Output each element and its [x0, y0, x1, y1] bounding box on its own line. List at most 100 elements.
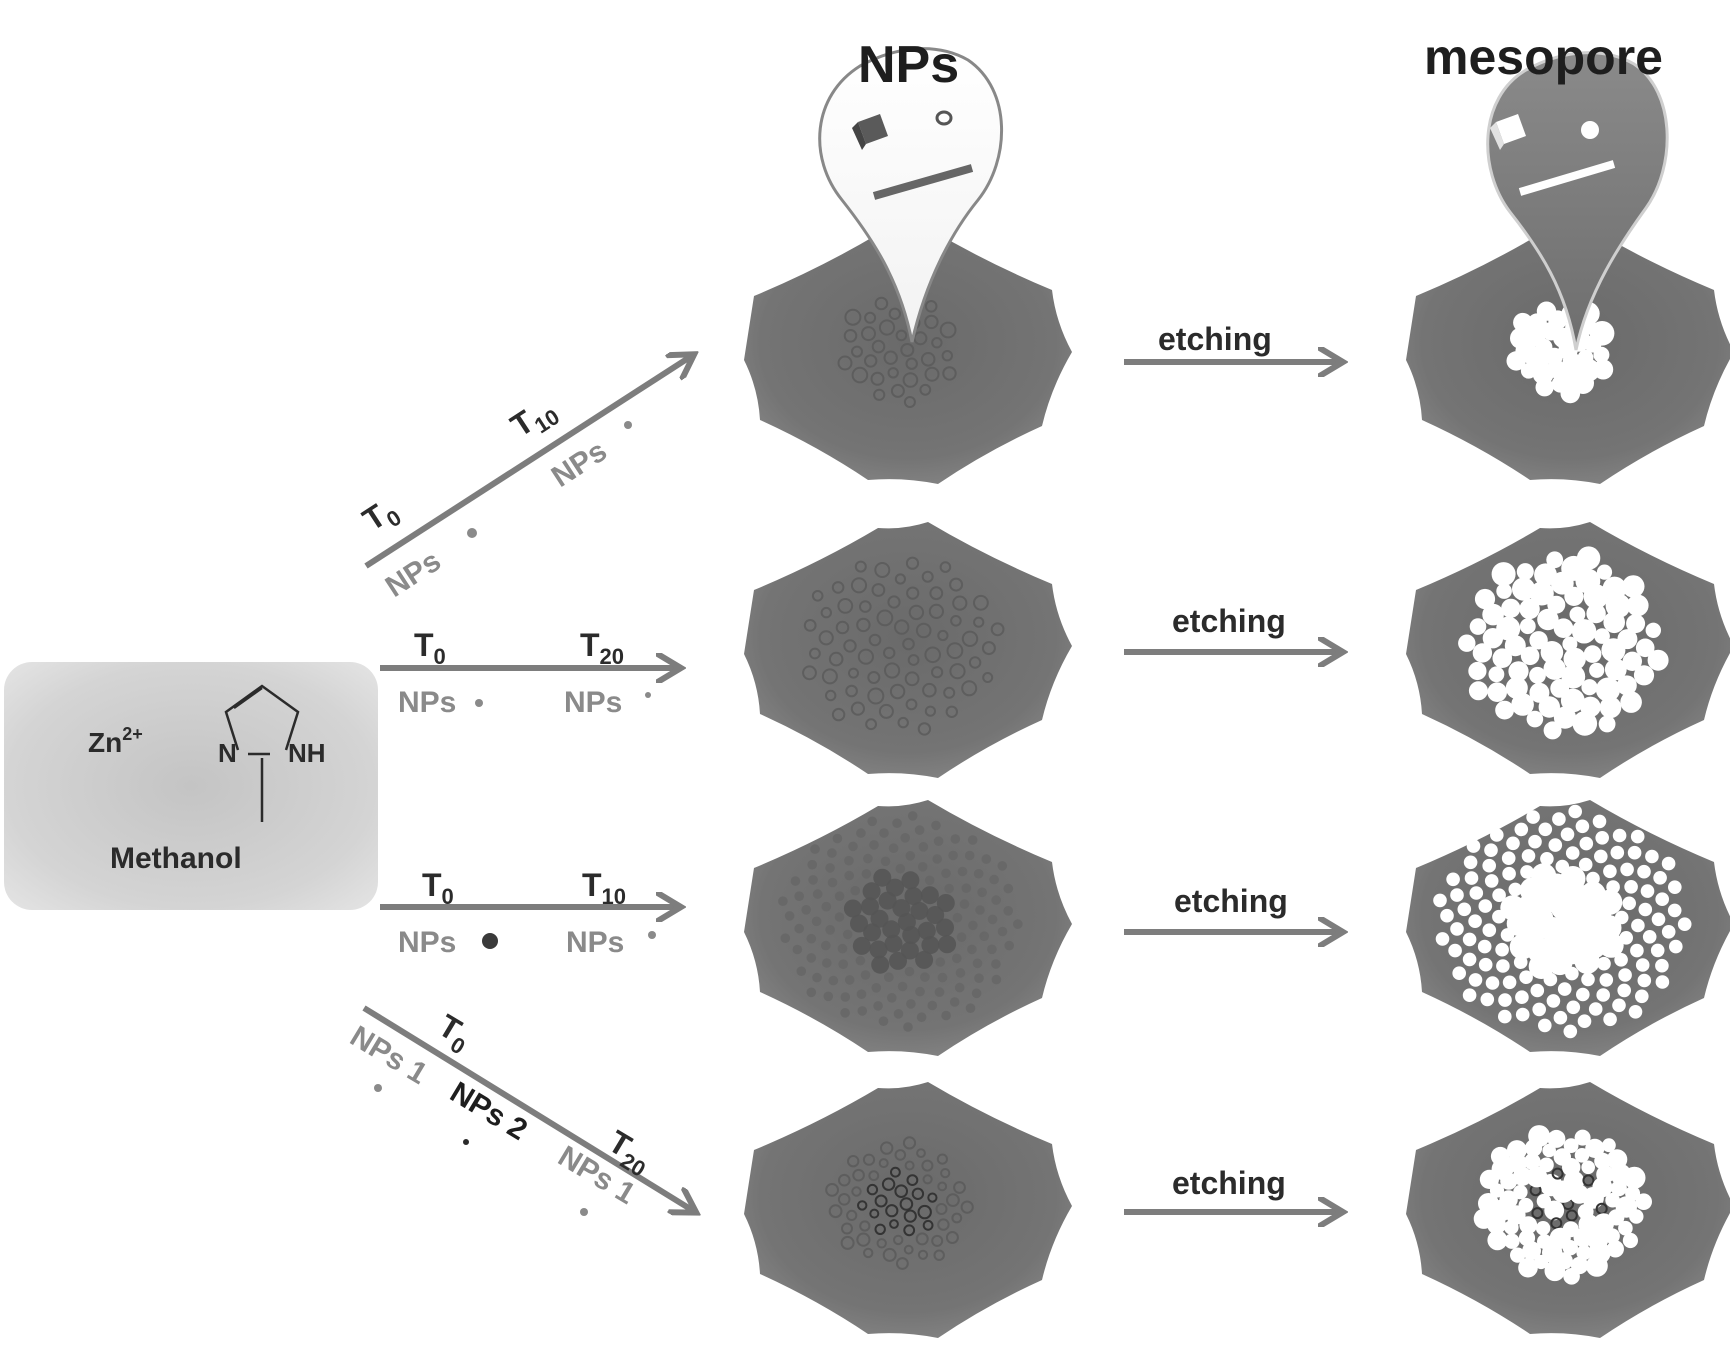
mesopore-dot: [1508, 882, 1523, 897]
nanoparticle-dot: [917, 722, 932, 736]
mesopore-dot: [1606, 1240, 1624, 1258]
nanoparticle-dot: [905, 357, 918, 370]
mesopore-dot: [1638, 902, 1653, 917]
nanoparticle-dot: [889, 683, 906, 700]
nanoparticle-dot: [946, 642, 964, 660]
mesopore-dot: [1502, 975, 1517, 990]
nanoparticle-dot: [960, 1200, 974, 1214]
nanoparticle-dot: [892, 818, 902, 828]
rod-particle-icon: [872, 164, 974, 200]
nanoparticle-dot: [945, 1231, 959, 1244]
nanoparticle-dot: [857, 1006, 868, 1016]
route-2-np-end-dot: [645, 692, 651, 698]
nanoparticle-dot: [928, 603, 945, 620]
mesopore-dot: [1572, 711, 1598, 736]
nanoparticle-dot: [927, 1192, 938, 1203]
nanoparticle-dot: [924, 646, 942, 664]
nanoparticle-dot: [867, 687, 885, 705]
nanoparticle-dot: [905, 556, 920, 570]
mesopore-dot: [1501, 598, 1521, 618]
nanoparticle-dot: [866, 1183, 879, 1196]
nanoparticle-dot: [850, 885, 860, 896]
mesopore-dot: [1603, 1012, 1617, 1027]
nanoparticle-dot: [997, 926, 1008, 937]
nanoparticle-dot: [906, 1174, 919, 1186]
nanoparticle-dot: [981, 854, 992, 864]
mesopore-dot: [1563, 1024, 1578, 1039]
mesopore-dot: [1504, 1220, 1519, 1235]
mesopore-dot: [1631, 918, 1645, 933]
nanoparticle-dot: [982, 672, 994, 683]
mesopore-dot: [1650, 943, 1665, 958]
mesopore-dot: [1626, 614, 1646, 634]
mesopore-dot: [1604, 658, 1627, 681]
mesopore-dot: [1637, 973, 1652, 988]
mesopore-dot: [1565, 966, 1579, 981]
nanoparticle-dot: [871, 339, 886, 354]
mesopore-dot: [1669, 939, 1683, 954]
mesopore-dot: [1538, 696, 1561, 718]
nanoparticle-dot: [821, 901, 832, 912]
mesopore-dot: [1538, 822, 1553, 837]
nanoparticle-dot: [871, 983, 882, 993]
nanoparticle-dot: [821, 940, 831, 951]
nanoparticle-dot: [924, 300, 938, 313]
nanoparticle-dot: [885, 1204, 899, 1218]
mesopore-dot: [1462, 952, 1477, 967]
mesopore-dot: [1626, 594, 1649, 617]
nanoparticle-dot: [904, 1160, 915, 1171]
mesopore-dot: [1526, 710, 1544, 728]
nanoparticle-dot: [863, 853, 873, 864]
route-3-np-end-label: NPs: [566, 926, 624, 959]
mesopore-dot: [1540, 641, 1564, 664]
mesopore-dot: [1565, 846, 1580, 860]
mesopore-dot: [1581, 1160, 1595, 1175]
mesopore-dot: [1463, 855, 1478, 870]
nanoparticle-dot: [1004, 940, 1014, 951]
crystal-mesopore-1: [1406, 228, 1730, 484]
mesopore-dot: [1624, 880, 1638, 894]
nanoparticle-dot: [906, 999, 916, 1009]
mesopore-dot: [1578, 857, 1593, 872]
mesopore-dot: [1498, 993, 1512, 1007]
mesopore-dot: [1553, 618, 1574, 638]
nanoparticle-dot: [840, 1235, 855, 1250]
nanoparticle-dot: [920, 972, 930, 982]
nanoparticle-dot: [811, 916, 822, 927]
route-3-np-start-label: NPs: [398, 926, 456, 959]
nanoparticle-dot: [961, 883, 972, 893]
nanoparticle-dot: [803, 619, 817, 632]
mesopore-dot: [1642, 930, 1657, 944]
mesopore-dot: [1560, 688, 1585, 713]
route-2-np-start-dot: [475, 699, 483, 707]
mesopore-dot: [1620, 862, 1634, 877]
mesopore-dot: [1457, 902, 1472, 917]
particle-field-mesopore-4: [1473, 1125, 1652, 1285]
nanoparticle-dot: [916, 1148, 926, 1158]
mesopore-dot: [1543, 657, 1566, 680]
nanoparticle-dot: [874, 1194, 888, 1208]
nanoparticle-dot: [837, 598, 854, 614]
mesopore-dot: [1576, 1245, 1592, 1261]
mesopore-dot: [1529, 666, 1546, 684]
nanoparticle-dot: [889, 951, 907, 970]
nanoparticle-dot: [895, 329, 908, 342]
mesopore-dot: [1645, 849, 1659, 864]
nanoparticle-dot: [857, 648, 875, 665]
nanoparticle-dot: [861, 326, 876, 342]
nanoparticle-dot: [933, 836, 944, 846]
nanoparticle-dot: [870, 371, 885, 386]
nanoparticle-dot: [937, 1181, 948, 1192]
mesopore-dot: [1593, 359, 1614, 380]
nanoparticle-dot: [987, 914, 998, 925]
mesopore-dot: [1655, 892, 1669, 906]
mesopore-dot: [1635, 638, 1655, 658]
mesopore-dot: [1586, 1255, 1608, 1277]
mesopore-dot: [1614, 910, 1629, 925]
nanoparticle-dot: [902, 637, 915, 651]
mesopore-dot: [1596, 564, 1613, 580]
nanoparticle-dot: [852, 936, 871, 955]
mesopore-dot: [1539, 1157, 1554, 1173]
route-2-t-start-label: T0: [414, 627, 446, 669]
nanoparticle-dot: [818, 630, 834, 646]
